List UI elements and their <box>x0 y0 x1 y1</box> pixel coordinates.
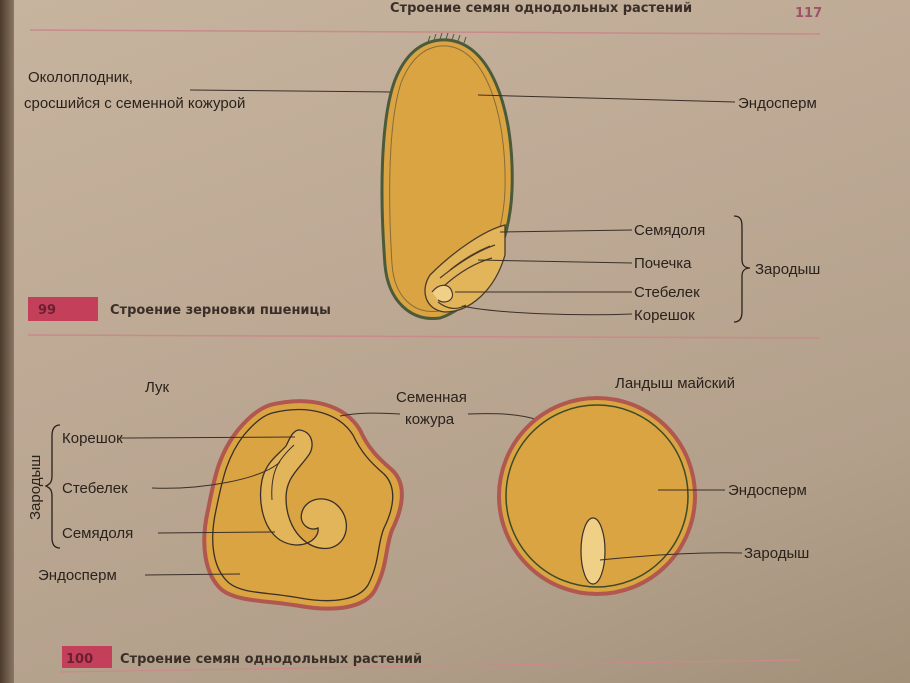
leader-onion-stem <box>151 461 281 489</box>
label-onion-cotyledon: Семядоля <box>62 525 133 542</box>
header-rule <box>29 29 821 35</box>
lily-title: Ландыш майский <box>615 375 735 392</box>
onion-embryo-midline <box>271 444 295 501</box>
figure-100-number: 100 <box>66 652 93 667</box>
label-seed-coat-line2: кожура <box>405 411 455 428</box>
wheat-stem <box>431 284 454 303</box>
lily-seed <box>497 396 697 596</box>
label-lily-endosperm: Эндосперм <box>728 482 807 499</box>
leader-endosperm-99 <box>477 94 736 103</box>
wheat-embryo <box>424 224 506 313</box>
leader-pericarp <box>189 89 391 93</box>
label-bud-99: Почечка <box>634 255 692 272</box>
onion-embryo-brace <box>44 424 61 549</box>
wheat-brush-hairs <box>427 32 467 44</box>
figure-100-caption: Строение семян однодольных растений <box>120 652 422 667</box>
onion-embryo <box>259 429 348 550</box>
onion-seed <box>202 399 404 611</box>
wheat-bud <box>439 244 496 286</box>
label-embryo-99: Зародыш <box>755 261 820 278</box>
running-title: Строение семян однодольных растений <box>390 1 692 16</box>
leader-bud-99 <box>477 259 633 264</box>
wheat-inner-layer <box>389 45 506 313</box>
embryo-brace-99 <box>733 215 751 323</box>
figure-99-caption: Строение зерновки пшеницы <box>110 303 331 318</box>
label-pericarp-line1: Околоплодник, <box>28 69 133 86</box>
onion-inner-line <box>212 408 394 602</box>
label-cotyledon-99: Семядоля <box>634 222 705 239</box>
leader-onion-endosperm <box>144 573 241 576</box>
leader-cotyledon-99 <box>499 229 633 233</box>
label-onion-embryo-group: Зародыш <box>27 455 44 520</box>
leader-root-99 <box>461 305 633 316</box>
leader-seed-coat-lily <box>467 413 539 421</box>
onion-seed-coat <box>202 399 404 611</box>
leader-onion-cotyledon <box>157 531 276 534</box>
label-endosperm-99: Эндосперм <box>738 95 817 112</box>
wheat-grain <box>380 32 514 320</box>
figure-99-number-badge <box>28 297 98 321</box>
lily-inner-line <box>505 404 689 588</box>
label-pericarp-line2: сросшийся с семенной кожурой <box>24 95 245 112</box>
label-stem-99: Стебелек <box>634 284 700 301</box>
lily-embryo <box>580 517 606 585</box>
onion-title: Лук <box>145 379 170 396</box>
leader-onion-root <box>119 436 296 439</box>
label-onion-root: Корешок <box>62 430 123 447</box>
label-lily-embryo: Зародыш <box>744 545 809 562</box>
page-number: 117 <box>795 6 822 21</box>
lily-seed-coat <box>497 396 697 596</box>
figure-99-number: 99 <box>38 303 56 318</box>
section-rule <box>27 334 821 339</box>
leader-seed-coat-onion <box>339 412 401 417</box>
figure-100-number-badge <box>62 646 112 668</box>
label-onion-stem: Стебелек <box>62 480 128 497</box>
label-root-99: Корешок <box>634 307 695 324</box>
label-onion-endosperm: Эндосперм <box>38 567 117 584</box>
label-seed-coat-line1: Семенная <box>396 389 467 406</box>
bottom-rule <box>59 659 801 673</box>
leader-lily-embryo <box>599 552 743 561</box>
